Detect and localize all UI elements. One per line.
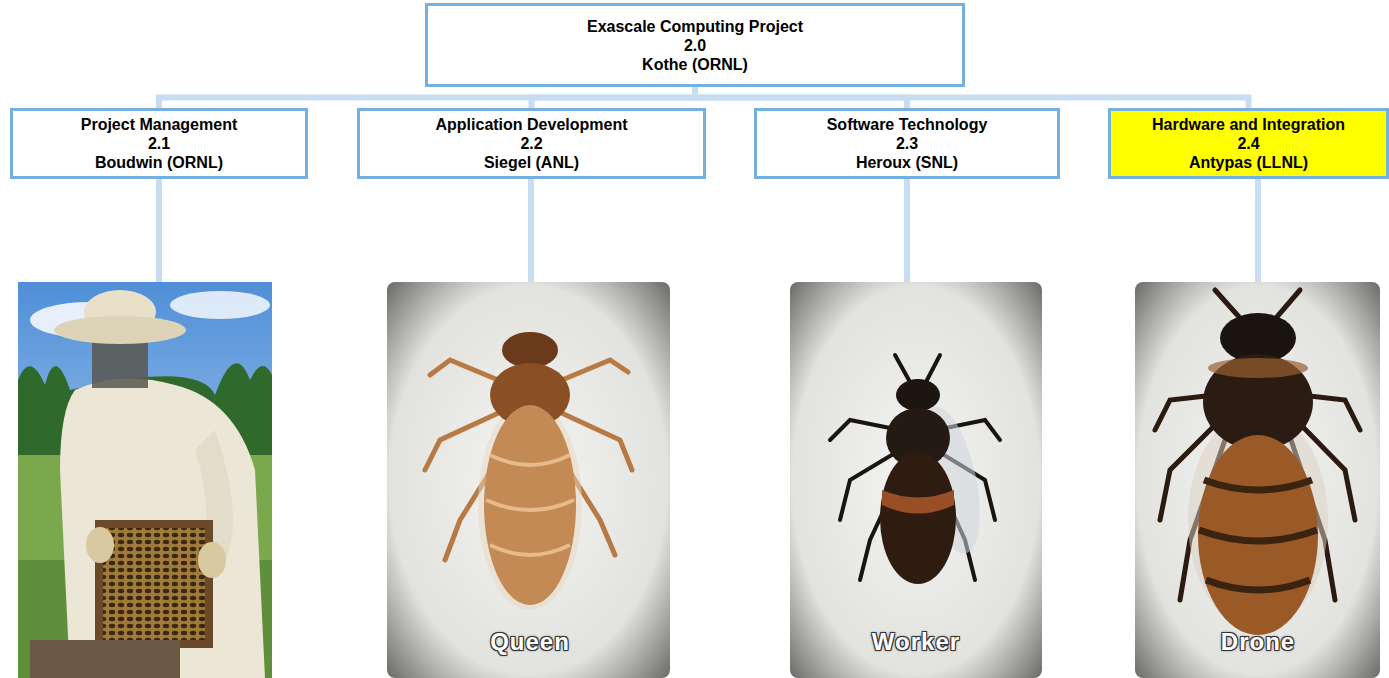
antenna [1215,290,1240,318]
root-box: Exascale Computing Project2.0Kothe (ORNL… [425,3,965,87]
cloud [170,291,270,319]
hair [1208,358,1308,378]
antenna [1276,290,1300,318]
wbs-number: 2.0 [684,36,706,55]
drone-photo [1135,282,1380,678]
sky [18,282,272,678]
drop-lines [159,170,1258,282]
photo-caption: Drone [1221,628,1295,656]
lead-name: Heroux (SNL) [856,153,958,172]
box-title: Software Technology [827,115,988,134]
box-title: Exascale Computing Project [587,17,803,36]
tree-connector [159,87,695,108]
abdomen [484,405,576,605]
wbs-box: Project Management2.1Boudwin (ORNL) [10,108,308,179]
band [490,455,570,465]
hat-brim [54,316,186,344]
wbs-box: Hardware and Integration2.4Antypas (LLNL… [1108,108,1389,179]
photo-ground [1135,282,1380,678]
head [896,379,940,411]
antenna [895,355,910,382]
bee-suit [60,379,265,678]
band [1206,580,1310,590]
bands [486,455,574,555]
box-title: Application Development [435,115,627,134]
head [502,332,558,368]
wbs-number: 2.2 [520,134,542,153]
wbs-box: Application Development2.2Siegel (ANL) [357,108,706,179]
wbs-number: 2.1 [148,134,170,153]
glove [86,527,114,563]
lead-name: Kothe (ORNL) [642,55,748,74]
tree-connector [695,87,1249,108]
abdomen [1198,435,1318,635]
drop-line [1255,170,1261,282]
photo-ground [790,282,1042,678]
photo-ground [387,282,670,678]
bands [1199,480,1317,590]
drop-line [528,170,534,282]
wbs-box: Software Technology2.3Heroux (SNL) [754,108,1060,179]
beekeeper-photo [18,282,272,678]
band [1204,480,1312,490]
band [490,545,570,555]
glove [198,542,226,578]
wings [478,400,582,610]
antenna [926,355,940,382]
queen-photo [387,282,670,678]
box-title: Project Management [81,115,237,134]
band [882,490,954,514]
box-title: Hardware and Integration [1152,115,1345,134]
drop-line [904,170,910,282]
lead-name: Boudwin (ORNL) [95,153,223,172]
band [1199,530,1317,541]
worker-photo [790,282,1042,678]
tree-connector [532,87,696,108]
abdomen [880,452,956,584]
drop-line [156,170,162,282]
wbs-number: 2.3 [896,134,918,153]
frame-bees [103,528,205,640]
photo-caption: Worker [872,628,960,656]
lead-name: Antypas (LLNL) [1189,153,1308,172]
photo-caption: Queen [490,628,570,656]
lead-name: Siegel (ANL) [484,153,579,172]
hive-box [30,640,180,678]
wbs-number: 2.4 [1237,134,1259,153]
band [486,500,574,510]
